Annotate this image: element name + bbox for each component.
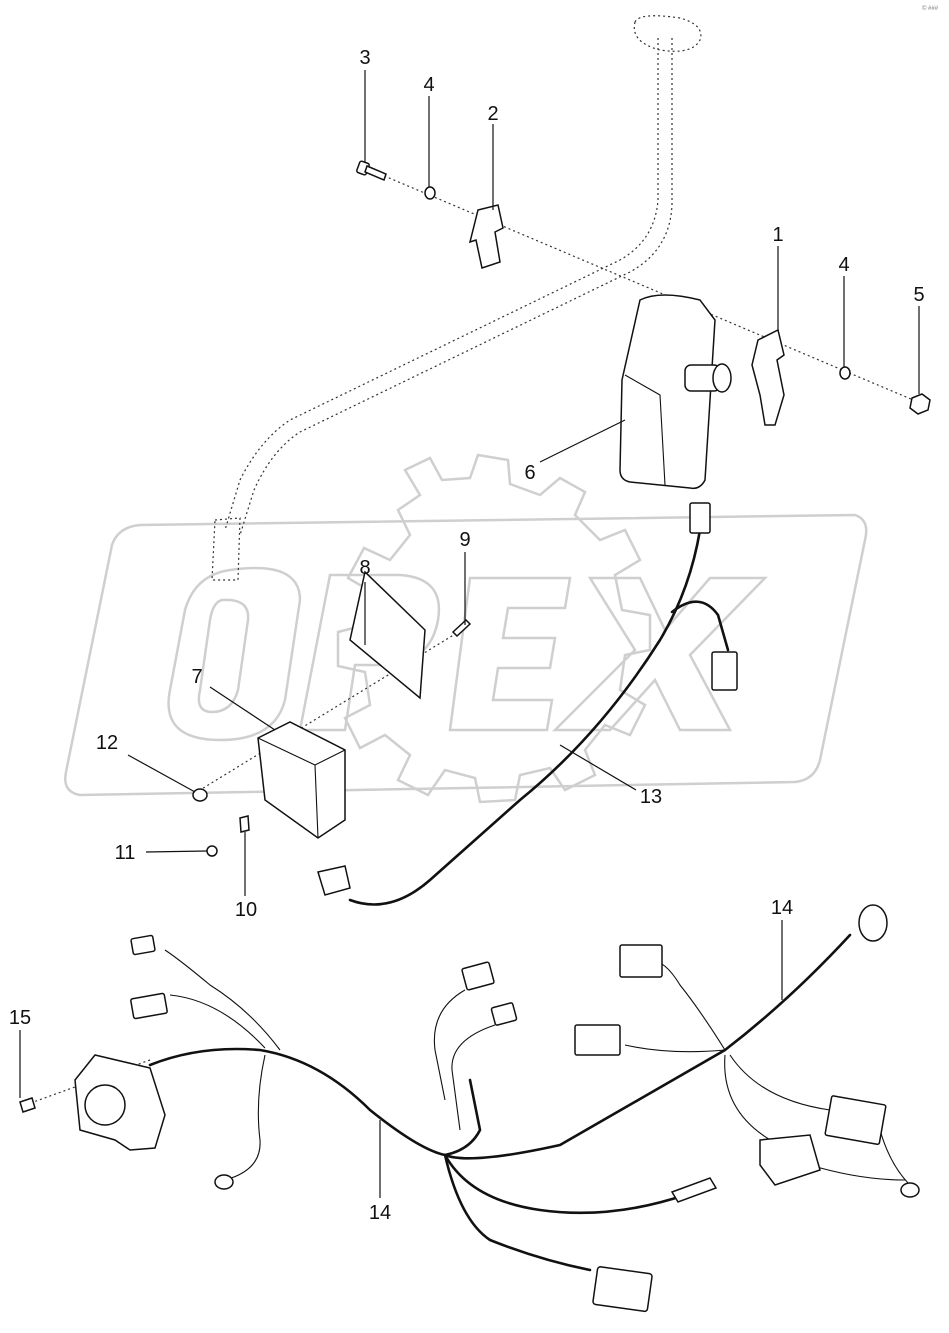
harness-14 (74, 904, 920, 1313)
washer-part (424, 186, 436, 200)
callout-2: 2 (487, 103, 498, 125)
callout-1: 1 (772, 224, 783, 246)
callout-14-bottom: 14 (369, 1202, 391, 1224)
callout-4-right: 4 (838, 254, 849, 276)
control-module (257, 721, 346, 839)
callout-10: 10 (235, 899, 257, 921)
callout-9: 9 (459, 529, 470, 551)
callout-6: 6 (524, 462, 535, 484)
callout-12: 12 (96, 732, 118, 754)
nut-part-small (206, 845, 218, 857)
leader-lines (19, 70, 920, 1198)
washer-part-2 (839, 366, 851, 380)
bracket-part-right (751, 328, 785, 426)
spring-part (239, 815, 250, 833)
bolt-part (356, 160, 387, 182)
housing-part (619, 294, 732, 490)
callout-8: 8 (359, 557, 370, 579)
callout-7: 7 (191, 666, 202, 688)
callouts: 3 4 2 1 4 5 6 7 8 9 12 11 10 13 14 14 15 (9, 47, 925, 1224)
callout-14-right: 14 (771, 897, 793, 919)
locknut-part (192, 788, 208, 802)
mounting-plate (349, 570, 426, 700)
callout-4-upper: 4 (423, 74, 434, 96)
frame-bracket-phantom (211, 15, 702, 581)
callout-3: 3 (359, 47, 370, 69)
callout-11: 11 (115, 842, 136, 864)
corner-mark: © ### (922, 5, 939, 12)
bracket-part-left (468, 204, 504, 269)
callout-15: 15 (9, 1007, 31, 1029)
harness-13 (317, 502, 738, 906)
callout-13: 13 (640, 786, 662, 808)
screw-part-15 (19, 1097, 36, 1113)
nut-part (909, 393, 931, 415)
callout-5: 5 (913, 284, 924, 306)
screw-part (451, 618, 472, 638)
